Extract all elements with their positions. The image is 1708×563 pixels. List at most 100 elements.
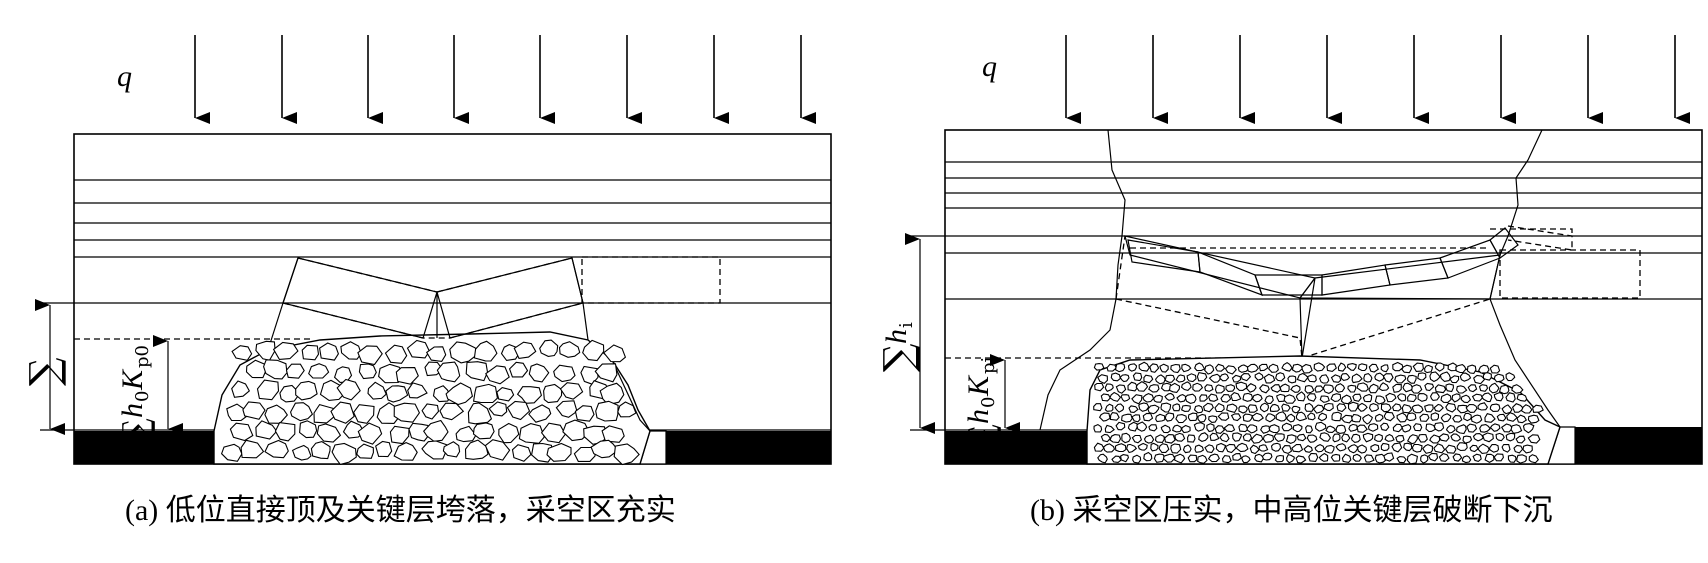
rubble-fragment [1331, 411, 1343, 422]
rubble-fragment [1127, 381, 1139, 392]
rubble-fragment [1132, 372, 1143, 382]
rubble-fragment [1478, 384, 1489, 392]
rubble-fragment [1148, 384, 1160, 393]
rubble-fragment [1114, 403, 1125, 413]
rubble-fragment [1351, 433, 1361, 443]
rubble-fragment [528, 404, 552, 423]
rubble-fragment [1370, 444, 1380, 453]
rubble-fragment [518, 423, 545, 444]
rubble-fragment [1100, 433, 1112, 443]
rubble-fragment [1186, 373, 1197, 383]
rubble-fragment [1180, 404, 1191, 412]
rubble-fragment [1097, 453, 1108, 464]
rubble-fragment [1160, 402, 1172, 413]
rubble-fragment [1452, 453, 1463, 462]
rubble-fragment [1438, 452, 1450, 462]
rubble-fragment [1466, 423, 1478, 433]
rubble-fragment [1214, 363, 1226, 372]
rubble-fragment [1433, 443, 1446, 454]
rubble-fragment [1456, 404, 1469, 414]
rubble-fragment [1127, 363, 1138, 372]
rubble-fragment [1336, 403, 1347, 413]
rubble-fragment [1224, 443, 1237, 454]
rubble-fragment [484, 439, 511, 461]
rubble-fragment [1395, 435, 1405, 443]
rubble-fragment [1303, 445, 1313, 453]
rubble-fragment [1481, 392, 1493, 403]
rubble-fragment [1295, 391, 1306, 402]
rubble-fragment [291, 444, 312, 461]
rubble-fragment [1351, 413, 1362, 423]
rubble-fragment [1330, 374, 1342, 383]
load-arrows-a [194, 35, 816, 124]
rubble-fragment [295, 380, 318, 401]
rubble-fragment [1219, 432, 1230, 443]
rubble-fragment [1356, 444, 1368, 454]
rubble-fragment [1322, 384, 1335, 395]
svg-text:K: K [116, 368, 149, 391]
rubble-fragment [1245, 383, 1257, 393]
rubble-fragment [1292, 424, 1303, 433]
rubble-fragment [1455, 363, 1467, 374]
rubble-fragment [1142, 412, 1154, 422]
rubble-fragment [1323, 444, 1335, 454]
rubble-fragment [1352, 453, 1362, 462]
rubble-fragment [1411, 404, 1424, 414]
rubble-fragment [1367, 423, 1379, 432]
rubble-fragment [1383, 411, 1395, 422]
rubble-fragment [1164, 412, 1175, 422]
rubble-fragment [531, 442, 554, 463]
rubble-fragment [485, 365, 510, 385]
rubble-fragment [528, 363, 550, 383]
rubble-fragment [1356, 382, 1369, 392]
rubble-fragment [1352, 393, 1362, 402]
rubble-fragment [1187, 412, 1198, 422]
rubble-fragment [558, 341, 581, 358]
rubble-fragment [1249, 444, 1260, 455]
rubble-fragment [1412, 362, 1424, 372]
rubble-fragment [308, 363, 330, 379]
rubble-fragment [1093, 363, 1105, 371]
rubble-fragment [1138, 361, 1150, 372]
rubble-fragment [1104, 403, 1114, 412]
rubble-fragment [279, 384, 301, 403]
rubble-fragment [1270, 442, 1282, 452]
rubble-fragment [1274, 454, 1284, 463]
rubble-fragment [1532, 404, 1544, 413]
rubble-fragment [1469, 444, 1479, 453]
caption-a: (a) 低位直接顶及关键层垮落，采空区充实 [125, 494, 676, 527]
rubble-fragment [1153, 453, 1166, 463]
rubble-fragment [1150, 442, 1159, 452]
svg-text:∑: ∑ [116, 418, 157, 444]
rubble-fragment [1419, 413, 1430, 422]
rubble-fragment [1380, 422, 1390, 432]
rubble-fragment [1357, 363, 1368, 372]
rubble-fragment [1392, 383, 1402, 393]
rubble-fragment [242, 401, 266, 420]
rubble-fragment [1325, 425, 1337, 433]
rubble-fragment [1230, 391, 1242, 402]
panel-b: q [876, 35, 1703, 527]
rubble-fragment [1093, 442, 1105, 452]
rubble-fragment [1102, 443, 1116, 453]
rubble-fragment [1269, 403, 1281, 412]
rubble-fragment [421, 440, 449, 460]
rubble-fragment [229, 422, 254, 442]
rubble-fragment [1149, 363, 1160, 373]
rubble-fragment [256, 379, 280, 401]
rubble-fragment [1215, 442, 1227, 453]
rubble-fragment [1516, 454, 1527, 464]
rubble-fragment [1172, 424, 1183, 433]
rubble-fragment [1356, 424, 1368, 433]
rubble-fragment [1424, 382, 1435, 392]
rubble-fragment [1429, 371, 1441, 383]
rubble-fragment [1238, 423, 1249, 433]
rubble-fragment [1363, 372, 1373, 383]
key-layer-blocks-b [945, 225, 1641, 359]
rubble-fragment [1291, 405, 1301, 414]
svg-text:h: h [880, 329, 913, 344]
rubble-fragment [1286, 413, 1296, 423]
rubble-fragment [1275, 411, 1287, 422]
rubble-fragment [1142, 392, 1155, 403]
rubble-fragment [1427, 452, 1439, 462]
